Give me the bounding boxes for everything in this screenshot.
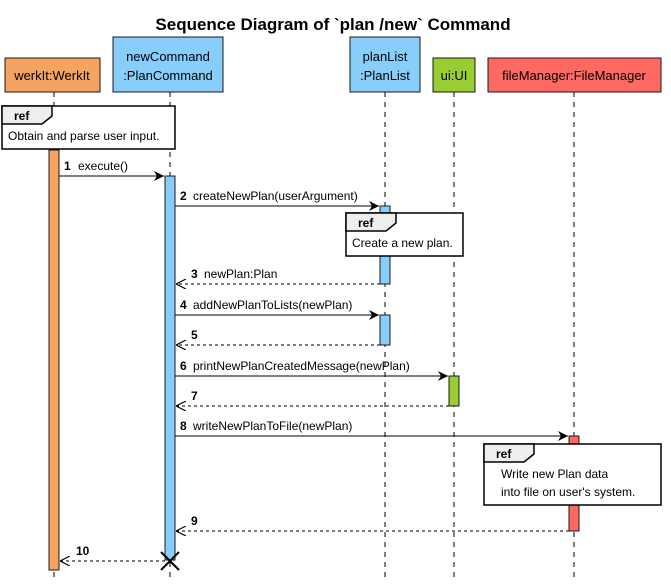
message-8-num: 8 [180,419,187,433]
message-6-label: printNewPlanCreatedMessage(newPlan) [193,359,410,373]
message-5-num: 5 [191,328,198,342]
ref-plan-tag: ref [358,216,374,230]
message-1-label: execute() [78,159,128,173]
ref-input-tag: ref [14,109,30,123]
message-4-label: addNewPlanToLists(newPlan) [193,298,352,312]
message-3-label: newPlan:Plan [204,267,277,281]
ref-file-tag: ref [496,447,512,461]
participant-ui-label: ui:UI [441,68,468,83]
message-10-num: 10 [76,544,90,558]
participant-ui: ui:UI [432,57,476,93]
ref-file-text-1: Write new Plan data [501,467,608,481]
ref-file-frame: ref Write new Plan data into file on use… [483,443,662,506]
participant-newcommand-label-2: :PlanCommand [123,68,213,83]
message-3-num: 3 [191,267,198,281]
message-4-num: 4 [180,298,187,312]
message-7-num: 7 [191,389,198,403]
destroy-mark [160,551,180,571]
ref-input-text: Obtain and parse user input. [8,129,159,143]
participant-filemanager-label: fileManager:FileManager [502,68,646,83]
ref-plan-text: Create a new plan. [352,236,453,250]
message-2-num: 2 [180,189,187,203]
activation-newcommand [164,175,176,561]
ref-plan-frame: ref Create a new plan. [345,212,464,257]
diagram-title: Sequence Diagram of `plan /new` Command [155,15,510,34]
ref-file-text-2: into file on user's system. [501,485,635,499]
message-9-num: 9 [191,514,198,528]
activation-planlist-2 [379,314,391,346]
message-2-label: createNewPlan(userArgument) [193,189,358,203]
participant-planlist-label-2: :PlanList [360,68,410,83]
participant-newcommand-label-1: newCommand [126,49,210,64]
activation-ui [448,375,460,407]
participant-planlist: planList :PlanList [349,36,421,93]
activation-werkit [48,149,60,571]
participant-werkit: werkIt:WerkIt [4,57,101,93]
participant-planlist-label-1: planList [363,49,408,64]
ref-input-frame: ref Obtain and parse user input. [1,105,176,150]
message-1-num: 1 [64,159,71,173]
participant-filemanager: fileManager:FileManager [487,57,662,93]
participant-newcommand: newCommand :PlanCommand [112,36,224,93]
participant-werkit-label: werkIt:WerkIt [13,68,90,83]
message-6-num: 6 [180,359,187,373]
message-8-label: writeNewPlanToFile(newPlan) [192,419,352,433]
